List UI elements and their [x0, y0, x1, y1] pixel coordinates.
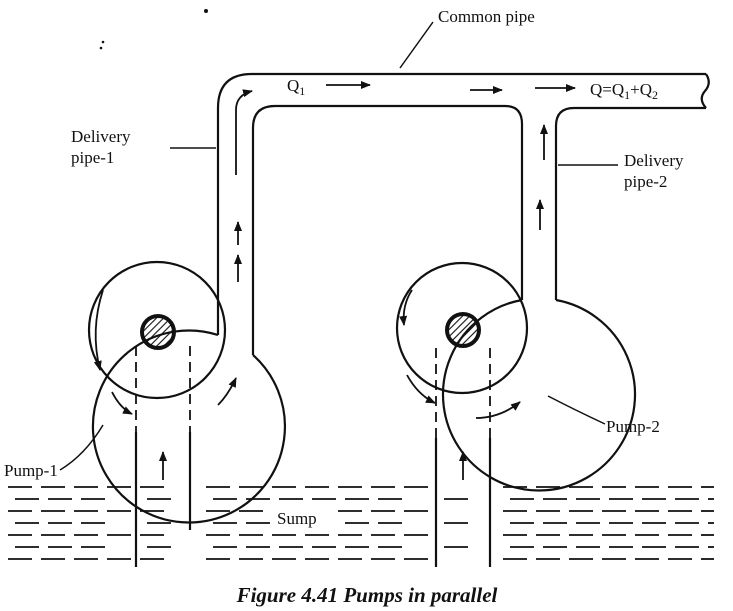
delivery-pipe-2-label-line1: Delivery — [624, 151, 684, 170]
common-pipe-leader — [399, 21, 434, 69]
common-pipe-label: Common pipe — [438, 7, 535, 26]
pump-1-volute-casing — [91, 329, 287, 524]
q-total-mid: +Q — [630, 80, 652, 99]
speck-2 — [101, 40, 105, 44]
q1-label-sub: 1 — [299, 84, 305, 98]
pipe-inner-wall — [251, 104, 524, 355]
pipe-1-bend-arrow — [235, 89, 253, 175]
pump-1-impeller-circle — [87, 260, 227, 400]
sump-water — [8, 486, 714, 560]
q1-label-main: Q — [287, 76, 299, 95]
pump-1-leader — [59, 424, 104, 471]
pump-1 — [87, 260, 287, 567]
labels: Common pipe Q1 Q=Q1+Q2 Delivery pipe-1 D… — [4, 7, 684, 607]
pump-2-label: Pump-2 — [606, 417, 660, 436]
speck-1 — [204, 9, 208, 13]
figure-caption: Figure 4.41 Pumps in parallel — [236, 583, 498, 607]
pump-1-flow-arrow-right — [217, 377, 237, 406]
pump-2-leader — [547, 395, 606, 425]
pipe-2-outer-wall — [554, 106, 706, 300]
delivery-pipe-2-label-line2: pipe-2 — [624, 172, 667, 191]
scan-specks — [99, 9, 208, 50]
sump-label-bg — [274, 508, 322, 528]
pump-1-shaft — [140, 314, 176, 350]
speck-3 — [99, 46, 103, 50]
pump-1-label: Pump-1 — [4, 461, 58, 480]
q1-label: Q1 — [287, 76, 305, 98]
pipe-outer-wall — [216, 72, 706, 335]
pump-1-flow-arrow-left — [93, 289, 104, 371]
q-total-prefix: Q=Q — [590, 80, 624, 99]
leader-lines — [59, 21, 618, 471]
sump-label: Sump — [277, 509, 317, 528]
pump-2-flow-arrow-bottom-left — [406, 374, 436, 404]
pump-2-impeller-circle — [395, 261, 529, 395]
q-total-sub2: 2 — [652, 88, 658, 102]
q-total-sub1: 1 — [624, 88, 630, 102]
pump-1-flow-arrow-bottom — [111, 391, 133, 415]
pump-2-flow-arrow-bottom-right — [475, 401, 521, 419]
pump-2 — [395, 261, 637, 567]
pump-2-shaft — [445, 312, 481, 348]
delivery-pipe-1-label-line2: pipe-1 — [71, 148, 114, 167]
pipe-outlet-end — [700, 73, 710, 109]
pump-2-flow-arrow-left — [399, 289, 413, 326]
q-total-label: Q=Q1+Q2 — [590, 80, 658, 102]
delivery-pipe-1-label-line1: Delivery — [71, 127, 131, 146]
pipe-network — [216, 72, 710, 355]
pump-2-volute-casing — [441, 298, 637, 492]
pipe-flow-arrows — [234, 81, 576, 282]
